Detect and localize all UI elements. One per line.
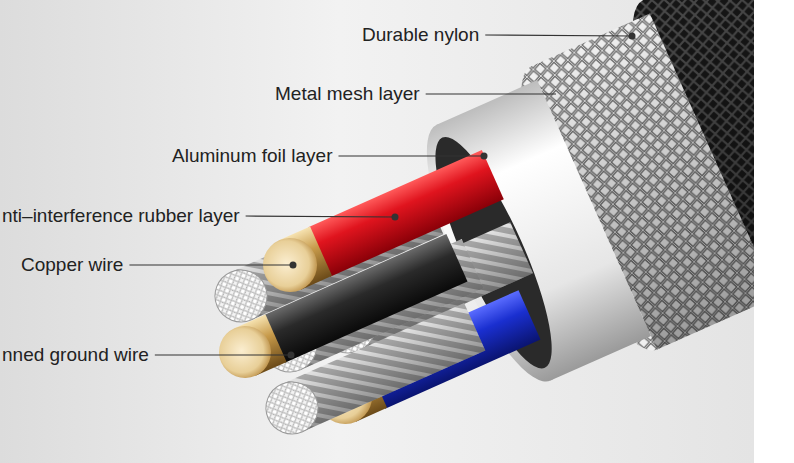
- leader-dot: [290, 262, 297, 269]
- part-label: Aluminum foil layer: [172, 145, 333, 167]
- leader-line: [485, 35, 632, 36]
- leader-line: [246, 216, 395, 217]
- leader-line: [426, 93, 556, 94]
- ground-strand: [258, 303, 486, 442]
- part-label: nned ground wire: [2, 344, 149, 366]
- leader-dot: [288, 352, 295, 359]
- part-label: nti–interference rubber layer: [2, 205, 240, 227]
- part-label: Durable nylon: [362, 24, 479, 46]
- part-label: Metal mesh layer: [275, 83, 420, 105]
- part-label: Copper wire: [21, 254, 123, 276]
- leader-dot: [392, 214, 399, 221]
- leader-line: [339, 155, 485, 156]
- conductors: [207, 150, 541, 442]
- leader-dot: [629, 33, 636, 40]
- leader-line: [129, 264, 293, 265]
- leader-line: [155, 354, 291, 355]
- leader-dot: [481, 153, 488, 160]
